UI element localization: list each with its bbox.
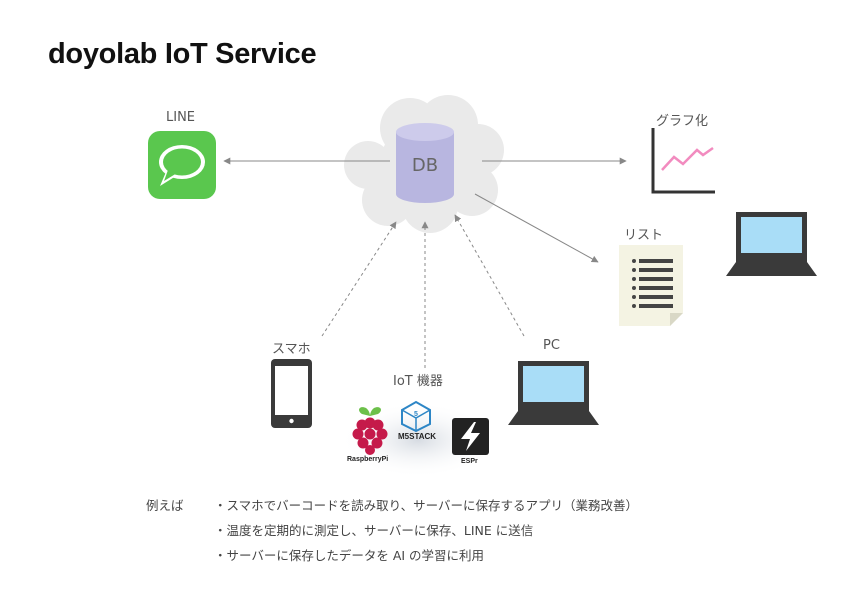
pc-label: PC [543,338,560,353]
m5stack-icon: 5 [401,400,431,433]
m5stack-caption: M5STACK [398,432,437,441]
svg-text:5: 5 [414,411,418,418]
arrow-to-list [474,193,599,263]
list-item: ・スマホでバーコードを読み取り、サーバーに保存するアプリ（業務改善） [214,498,639,513]
graph-icon [651,128,715,194]
arrow-from-smartphone [321,221,397,337]
arrow-from-pc [454,214,525,337]
graph-label: グラフ化 [656,114,709,129]
iot-label: IoT 機器 [393,374,443,389]
examples-list: ・スマホでバーコードを読み取り、サーバーに保存するアプリ（業務改善） ・温度を定… [214,493,638,568]
espr-icon [452,418,489,455]
pc-laptop-icon [508,361,599,425]
raspberry-pi-caption: RaspberryPi [347,456,389,463]
examples-label: 例えば [146,498,184,513]
espr-caption: ESPr [461,458,478,465]
line-label: LINE [166,110,196,125]
page-title: doyolab IoT Service [48,38,317,70]
list-item: ・温度を定期的に測定し、サーバーに保存、LINE に送信 [214,523,534,538]
laptop-icon [726,212,817,276]
chat-bubble-icon [148,131,216,199]
smartphone-icon [271,359,312,428]
list-item: ・サーバーに保存したデータを AI の学習に利用 [214,548,485,563]
smartphone-label: スマホ [272,342,311,357]
list-label: リスト [624,228,664,243]
db-label: DB [411,155,439,176]
list-document-icon [619,245,683,326]
database-icon [396,123,454,203]
raspberry-pi-icon [352,407,388,455]
